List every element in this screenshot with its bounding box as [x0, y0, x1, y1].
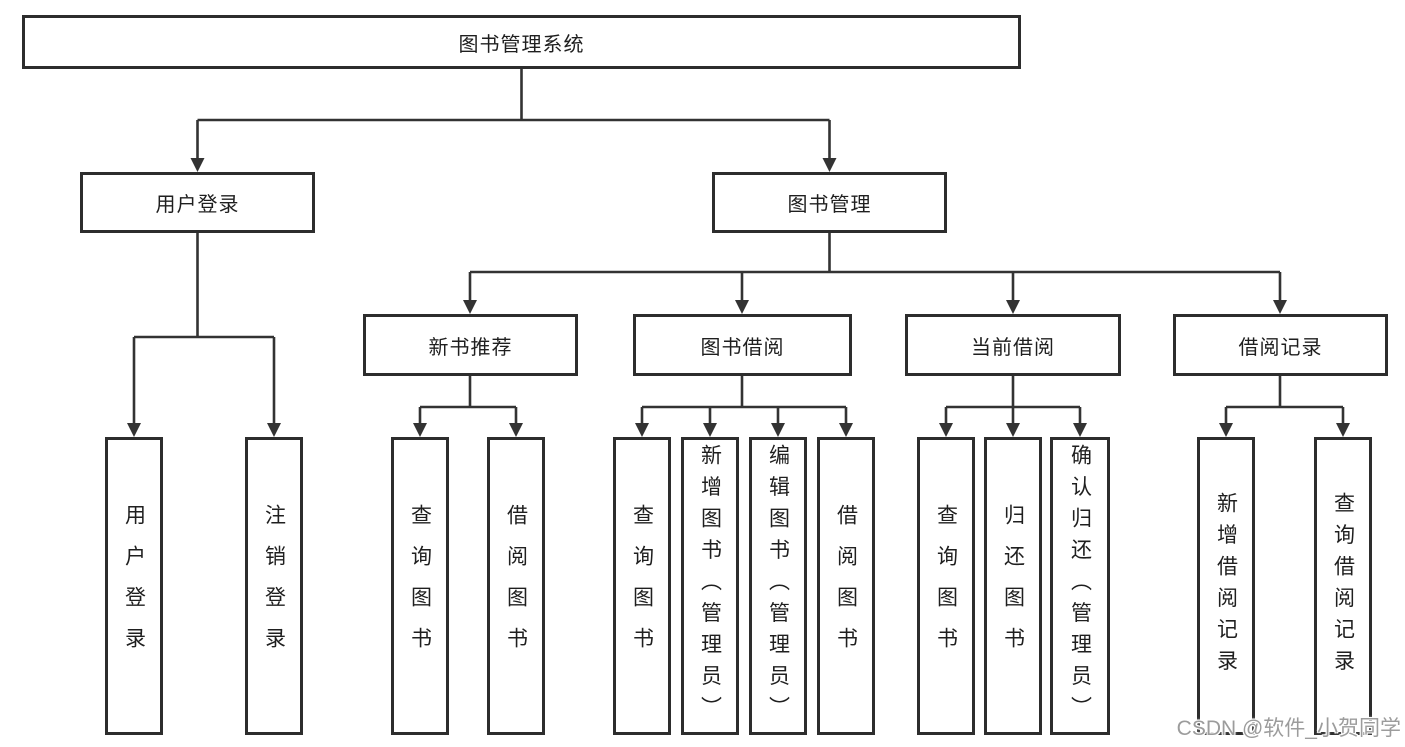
leaf-borrow-edit-books-admin: 编辑图书（管理员）	[749, 437, 807, 735]
leaf-user-login-label: 用户登录	[122, 504, 146, 668]
node-borrow-records-label: 借阅记录	[1238, 336, 1323, 359]
node-book-borrow-label: 图书借阅	[700, 336, 785, 359]
leaf-newbook-query-books-label: 查询图书	[408, 504, 432, 668]
leaf-current-return-books: 归还图书	[984, 437, 1042, 735]
leaf-records-add-record-label: 新增借阅记录	[1214, 491, 1238, 681]
leaf-current-confirm-return-admin-label: 确认归还（管理员）	[1068, 444, 1092, 728]
node-borrow-records: 借阅记录	[1173, 314, 1388, 376]
node-book-management: 图书管理	[712, 172, 947, 233]
leaf-records-query-record: 查询借阅记录	[1314, 437, 1372, 735]
leaf-borrow-query-books: 查询图书	[613, 437, 671, 735]
leaf-newbook-query-books: 查询图书	[391, 437, 449, 735]
node-new-book-recommend-label: 新书推荐	[428, 336, 513, 359]
node-new-book-recommend: 新书推荐	[363, 314, 578, 376]
node-current-borrow: 当前借阅	[905, 314, 1121, 376]
leaf-logout-label: 注销登录	[262, 504, 286, 668]
leaf-current-query-books-label: 查询图书	[934, 504, 958, 668]
leaf-current-query-books: 查询图书	[917, 437, 975, 735]
node-library-system-label: 图书管理系统	[458, 33, 585, 56]
leaf-borrow-add-books-admin-label: 新增图书（管理员）	[698, 444, 722, 728]
node-book-management-label: 图书管理	[787, 194, 872, 216]
leaf-borrow-query-books-label: 查询图书	[630, 504, 654, 668]
leaf-current-return-books-label: 归还图书	[1001, 504, 1025, 668]
node-book-borrow: 图书借阅	[633, 314, 852, 376]
node-library-system: 图书管理系统	[22, 15, 1021, 69]
node-current-borrow-label: 当前借阅	[971, 336, 1055, 359]
leaf-logout: 注销登录	[245, 437, 303, 735]
leaf-newbook-borrow-books-label: 借阅图书	[504, 504, 528, 668]
leaf-borrow-add-books-admin: 新增图书（管理员）	[681, 437, 739, 735]
leaf-borrow-borrow-books-label: 借阅图书	[834, 504, 858, 668]
leaf-newbook-borrow-books: 借阅图书	[487, 437, 545, 735]
node-user-login: 用户登录	[80, 172, 315, 233]
leaf-borrow-edit-books-admin-label: 编辑图书（管理员）	[766, 444, 790, 728]
watermark-csdn: CSDN @软件_小贺同学	[1176, 717, 1401, 740]
leaf-borrow-borrow-books: 借阅图书	[817, 437, 875, 735]
leaf-user-login: 用户登录	[105, 437, 163, 735]
leaf-records-query-record-label: 查询借阅记录	[1331, 491, 1355, 681]
leaf-current-confirm-return-admin: 确认归还（管理员）	[1050, 437, 1110, 735]
node-user-login-label: 用户登录	[155, 194, 240, 216]
leaf-records-add-record: 新增借阅记录	[1197, 437, 1255, 735]
